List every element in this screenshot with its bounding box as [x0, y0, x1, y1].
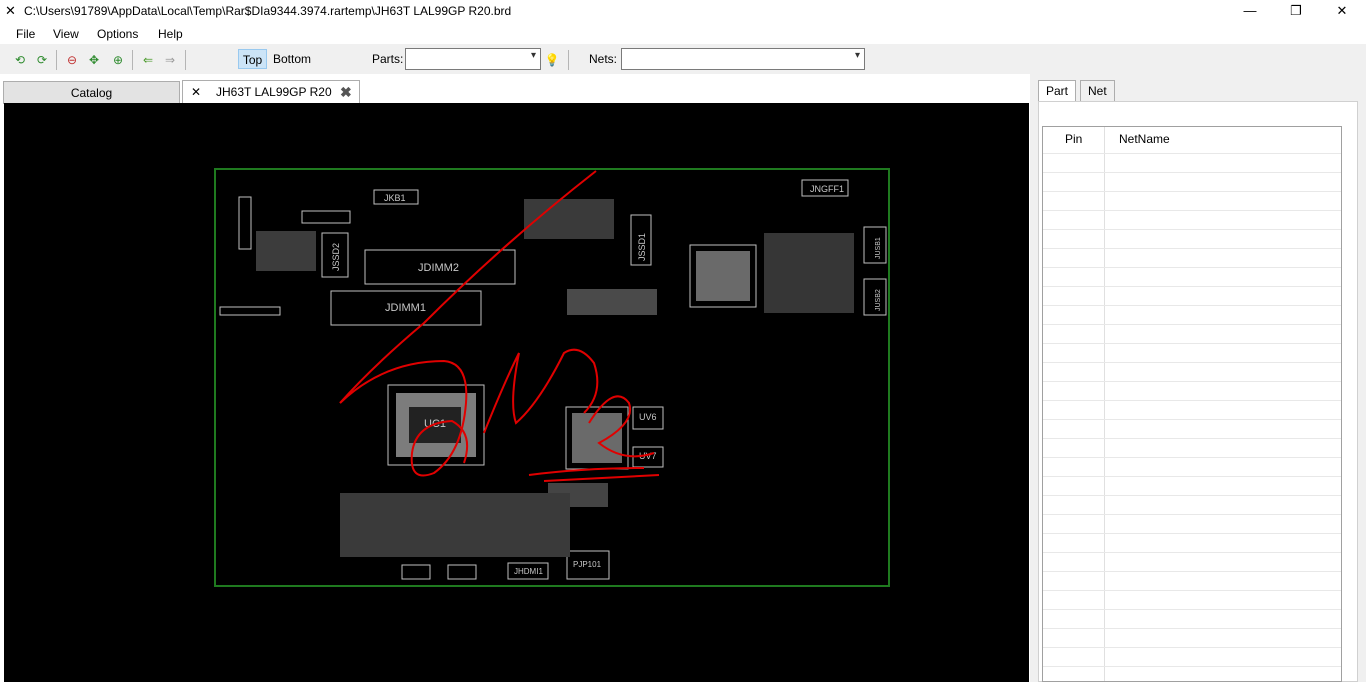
col-pin[interactable]: Pin [1065, 132, 1083, 146]
tab-part-label: Part [1046, 84, 1069, 98]
label-jdimm2: JDIMM2 [418, 262, 459, 274]
tab-catalog[interactable]: Catalog [3, 81, 180, 104]
board-file-icon: ✕ [191, 85, 202, 99]
rotate-right-icon[interactable]: ⟳ [36, 53, 48, 67]
rotate-left-icon[interactable]: ⟲ [14, 53, 26, 67]
close-tab-icon[interactable]: ✖ [340, 84, 352, 100]
toolbar-separator [56, 50, 57, 70]
menu-bar: File View Options Help [0, 24, 1366, 44]
label-pjp101: PJP101 [573, 560, 602, 569]
menu-help[interactable]: Help [158, 27, 183, 41]
label-jkb1: JKB1 [384, 193, 406, 203]
pin-net-grid[interactable]: Pin NetName [1042, 126, 1342, 682]
zoom-out-icon[interactable]: ⊖ [66, 53, 78, 67]
fit-all-icon[interactable]: ✥ [88, 53, 100, 67]
zoom-in-icon[interactable]: ⊕ [112, 53, 124, 67]
chevron-down-icon: ▾ [854, 50, 860, 61]
close-button[interactable]: ✕ [1336, 3, 1348, 18]
red-annotation [339, 170, 660, 482]
tab-board[interactable]: ✕ JH63T LAL99GP R20 ✖ [182, 80, 360, 103]
label-uv6: UV6 [639, 412, 657, 422]
right-panel: Part Net Pin NetName [1030, 74, 1366, 682]
maximize-button[interactable]: ❐ [1290, 3, 1302, 18]
bottom-side-button[interactable]: Bottom [273, 52, 312, 66]
label-jssd2: JSSD2 [331, 243, 341, 271]
nets-label: Nets: [589, 52, 618, 66]
parts-dropdown[interactable]: ▾ [405, 48, 541, 70]
component-outlines [219, 179, 887, 580]
menu-options[interactable]: Options [97, 27, 139, 41]
grid-column-divider [1104, 127, 1105, 681]
nets-dropdown[interactable]: ▾ [621, 48, 865, 70]
lightbulb-icon[interactable]: 💡 [544, 53, 560, 67]
parts-label: Parts: [372, 52, 404, 66]
col-netname[interactable]: NetName [1119, 132, 1170, 146]
tab-board-label: JH63T LAL99GP R20 [216, 85, 332, 99]
label-jhdmi1: JHDMI1 [514, 567, 543, 576]
label-jssd1: JSSD1 [637, 233, 647, 261]
toolbar: ⟲ ⟳ ⊖ ✥ ⊕ ⇐ ⇒ Top Bottom Parts: ▾ 💡 Nets… [0, 44, 1366, 74]
toolbar-separator [568, 50, 569, 70]
board-outline [214, 168, 890, 587]
tab-net-label: Net [1088, 84, 1107, 98]
toolbar-separator [185, 50, 186, 70]
toolbar-separator [132, 50, 133, 70]
label-jngff1: JNGFF1 [810, 184, 844, 194]
forward-arrow-icon[interactable]: ⇒ [164, 53, 176, 67]
board-canvas[interactable]: JKB1 JNGFF1 JSSD2 JSSD1 JUSB1 JUSB2 JDIM… [4, 103, 1029, 682]
label-jusb1: JUSB1 [875, 237, 882, 259]
document-tabs: Catalog ✕ JH63T LAL99GP R20 ✖ [0, 80, 1030, 104]
tab-part[interactable]: Part [1038, 80, 1077, 103]
back-arrow-icon[interactable]: ⇐ [142, 53, 154, 67]
title-bar: ✕ C:\Users\91789\AppData\Local\Temp\Rar$… [0, 0, 1366, 24]
label-jdimm1: JDIMM1 [385, 302, 426, 314]
chevron-down-icon: ▾ [530, 50, 536, 61]
minimize-button[interactable]: — [1243, 3, 1257, 18]
menu-view[interactable]: View [53, 27, 79, 41]
tab-net[interactable]: Net [1080, 80, 1115, 102]
grid-header: Pin NetName [1043, 127, 1341, 153]
tab-catalog-label: Catalog [70, 86, 113, 100]
label-uv7: UV7 [639, 451, 657, 461]
pads [256, 199, 854, 557]
pcb-layout[interactable]: JKB1 JNGFF1 JSSD2 JSSD1 JUSB1 JUSB2 JDIM… [4, 103, 1029, 682]
top-side-button[interactable]: Top [238, 49, 267, 69]
window-title: C:\Users\91789\AppData\Local\Temp\Rar$DI… [24, 4, 512, 18]
app-icon: ✕ [5, 3, 16, 18]
label-jusb2: JUSB2 [875, 289, 882, 311]
menu-file[interactable]: File [16, 27, 36, 41]
